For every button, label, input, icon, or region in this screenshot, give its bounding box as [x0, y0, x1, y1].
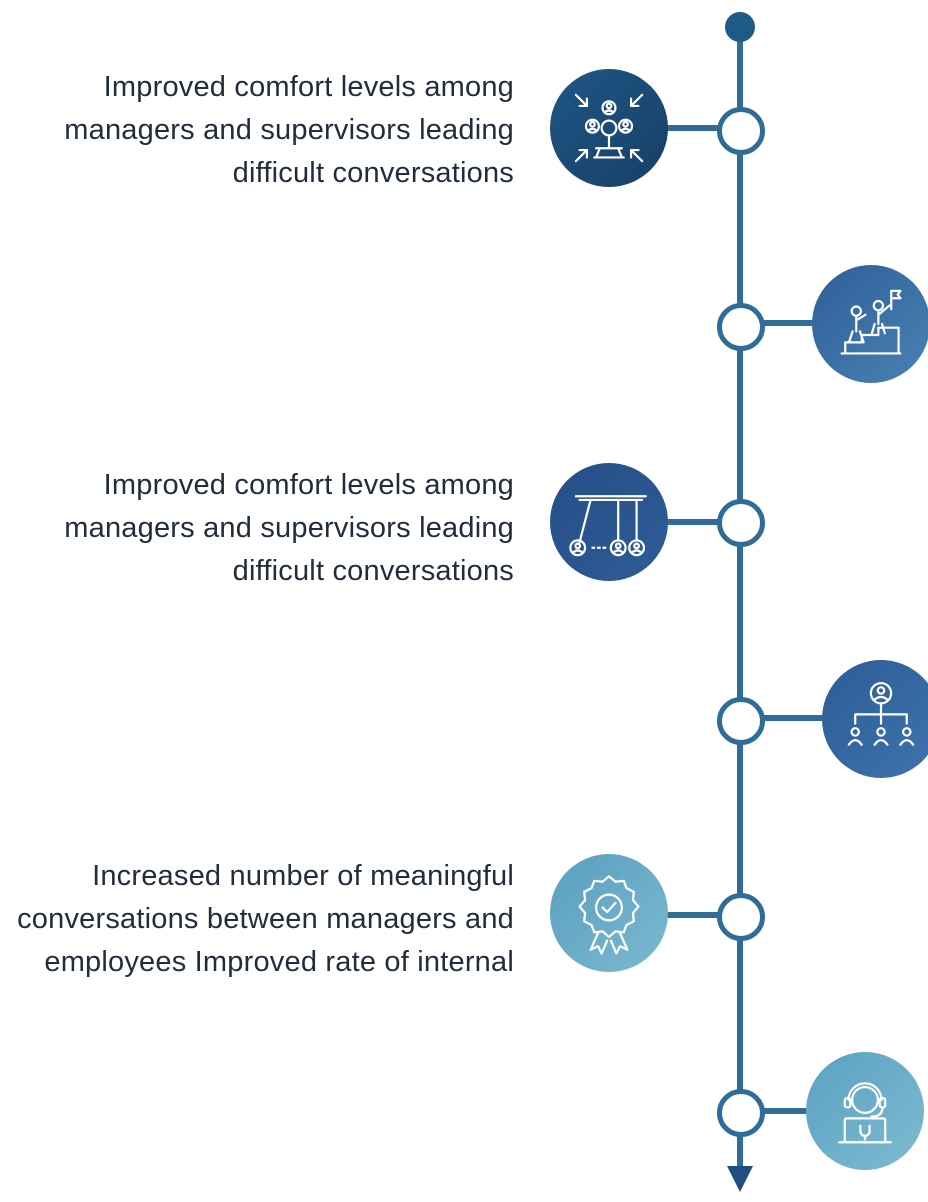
timeline-node-2 — [717, 303, 765, 351]
climbing-to-flag-icon — [812, 265, 928, 383]
timeline-node-3 — [717, 499, 765, 547]
award-ribbon-check-icon — [550, 854, 668, 972]
timeline-caption-5: Increased number of meaningful conversat… — [17, 860, 514, 978]
support-agent-headset-icon — [806, 1052, 924, 1170]
connector-4 — [758, 715, 832, 721]
timeline-caption-3: Improved comfort levels among managers a… — [64, 469, 514, 587]
timeline-node-4 — [717, 697, 765, 745]
newtons-cradle-icon — [550, 463, 668, 581]
connector-2 — [758, 320, 826, 326]
timeline-end-arrow — [727, 1166, 753, 1192]
connector-6 — [758, 1108, 818, 1114]
timeline-axis — [737, 28, 743, 1168]
org-hierarchy-icon — [822, 660, 928, 778]
timeline-node-6 — [717, 1089, 765, 1137]
timeline-node-1 — [717, 107, 765, 155]
team-converge-icon — [550, 69, 668, 187]
timeline-start-dot — [725, 12, 755, 42]
timeline-caption-1: Improved comfort levels among managers a… — [64, 71, 514, 189]
timeline-node-5 — [717, 893, 765, 941]
